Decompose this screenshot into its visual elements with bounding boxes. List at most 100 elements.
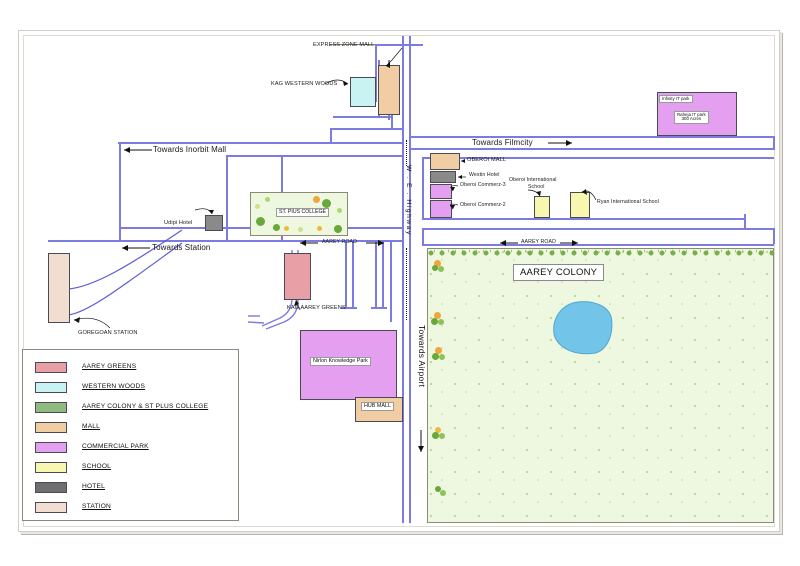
road-express-west-link — [330, 128, 332, 143]
goregoan-station-links — [67, 229, 183, 316]
campus-tree-icon — [317, 226, 322, 231]
tree-cluster-icon — [432, 427, 448, 441]
legend-swatch-commercial-park — [35, 442, 67, 453]
road-we-highway-east — [409, 36, 411, 523]
label-aarey-road-left: AAREY ROAD — [322, 239, 357, 245]
label-infinity-it-park: Infinity IT park — [659, 95, 693, 104]
road-inorbit-main — [118, 142, 403, 144]
road-oberoi-strip-north — [422, 157, 774, 159]
map-legend: AAREY GREENS WESTERN WOODS AAREY COLONY … — [22, 349, 239, 521]
road-culdesac-2-end — [371, 307, 387, 309]
label-oberoi-commerz-2: Oberoi Commerz-2 — [460, 202, 506, 208]
legend-swatch-aarey-greens — [35, 362, 67, 373]
label-towards-airport: Towards Airport — [417, 325, 427, 388]
road-oberoi-strip-west — [422, 157, 424, 218]
label-st-pius-college: ST. PIUS COLLEGE — [276, 208, 329, 218]
road-filmcity-main — [409, 148, 774, 150]
road-culdesac-2-left — [375, 242, 377, 308]
campus-tree-icon — [255, 204, 260, 209]
road-oberoi-strip-south — [422, 218, 745, 220]
legend-swatch-station — [35, 502, 67, 513]
road-st-pius-north — [226, 155, 403, 157]
label-oberoi-international-school-line1: Oberoi International — [509, 177, 557, 183]
campus-tree-icon — [334, 225, 342, 233]
road-culdesac-1-right — [352, 242, 354, 308]
label-nirlon-knowledge-park: Nirlon Knowledge Park — [310, 357, 371, 367]
label-oberoi-mall: OBEROI MALL — [467, 157, 507, 163]
road-express-feeder-1 — [375, 44, 377, 102]
road-culdesac-1-left — [345, 242, 347, 308]
area-aarey-colony — [427, 248, 774, 523]
road-towards-station-main — [48, 240, 403, 242]
campus-tree-icon — [337, 208, 342, 213]
legend-label-commercial-park: COMMERCIAL PARK — [82, 443, 149, 450]
label-udipi-hotel: Udipi Hotel — [164, 220, 193, 226]
road-express-bottom-2 — [330, 128, 403, 130]
road-aarey-road-right-south — [422, 244, 774, 246]
highway-median-dots-upper — [405, 140, 407, 166]
label-kag-western-woods: KAG WESTERN WOODS — [271, 81, 338, 87]
legend-label-aarey-greens: AAREY GREENS — [82, 363, 137, 370]
label-towards-inorbit-mall: Towards Inorbit Mall — [153, 145, 227, 154]
road-west-vertical — [119, 176, 121, 240]
legend-label-school: SCHOOL — [82, 463, 112, 470]
highway-median-dots-lower — [405, 248, 407, 320]
building-westin-hotel — [430, 171, 456, 183]
legend-label-aarey-colony-st-plus-college: AAREY COLONY & ST PLUS COLLEGE — [82, 403, 209, 410]
road-st-pius-west — [226, 155, 228, 240]
aarey-colony-hedge-border — [428, 249, 773, 256]
campus-tree-icon — [322, 199, 331, 208]
legend-label-mall: MALL — [82, 423, 101, 430]
campus-tree-icon — [298, 227, 303, 232]
building-oberoi-international-school — [534, 196, 550, 218]
building-oberoi-commerz-3 — [430, 184, 452, 199]
road-oberoi-strip-east — [744, 214, 746, 228]
tree-cluster-icon — [432, 258, 448, 272]
road-aarey-road-right-north — [422, 228, 774, 230]
label-towards-filmcity: Towards Filmcity — [472, 138, 533, 147]
label-aarey-colony: AAREY COLONY — [513, 264, 605, 281]
legend-label-station: STATION — [82, 503, 111, 510]
label-towards-station: Towards Station — [152, 243, 211, 252]
building-oberoi-commerz-2 — [430, 200, 452, 218]
road-culdesac-2-right — [382, 242, 384, 308]
label-hub-mall: HUB MALL — [361, 402, 394, 412]
building-goregoan-station — [48, 253, 70, 323]
campus-tree-icon — [284, 226, 289, 231]
label-raheja-it-park-line1: Raheja IT park — [677, 112, 706, 117]
label-westin-hotel: Westin Hotel — [469, 172, 500, 178]
tree-cluster-icon — [432, 347, 448, 361]
road-top-link — [409, 44, 423, 46]
label-aarey-road-right: AAREY ROAD — [521, 239, 556, 245]
road-aarey-right-east-cap — [773, 228, 775, 244]
legend-swatch-school — [35, 462, 67, 473]
label-oberoi-international-school-line2: School — [528, 184, 545, 190]
building-kag-aarey-greens — [284, 253, 311, 300]
label-oberoi-commerz-3: Oberoi Commerz-3 — [460, 182, 506, 188]
map-frame-inner-border — [23, 35, 775, 527]
road-express-bottom-1 — [333, 116, 391, 118]
tree-cluster-icon — [433, 485, 449, 499]
label-raheja-it-park: Raheja IT park 300 Acres — [674, 111, 709, 124]
campus-tree-icon — [313, 196, 320, 203]
road-it-park-east — [773, 136, 775, 150]
aarey-colony-greenery-texture — [428, 249, 773, 522]
road-inorbit-stub — [119, 142, 121, 176]
road-we-highway-west — [402, 36, 404, 523]
building-oberoi-mall — [430, 153, 460, 170]
legend-swatch-western-woods — [35, 382, 67, 393]
legend-swatch-mall — [35, 422, 67, 433]
tree-cluster-icon — [431, 312, 447, 326]
road-it-park-south — [409, 136, 774, 138]
road-aarey-right-west-cap — [422, 228, 424, 244]
campus-tree-icon — [265, 197, 270, 202]
campus-tree-icon — [256, 217, 265, 226]
legend-label-western-woods: WESTERN WOODS — [82, 383, 146, 390]
road-culdesac-1-end — [341, 307, 357, 309]
legend-swatch-aarey-colony-st-plus-college — [35, 402, 67, 413]
label-ryan-international-school: Ryan International School — [597, 199, 659, 205]
road-culdesac-3 — [390, 242, 392, 322]
label-express-zone-mall: EXPRESS ZONE MALL — [313, 42, 375, 48]
